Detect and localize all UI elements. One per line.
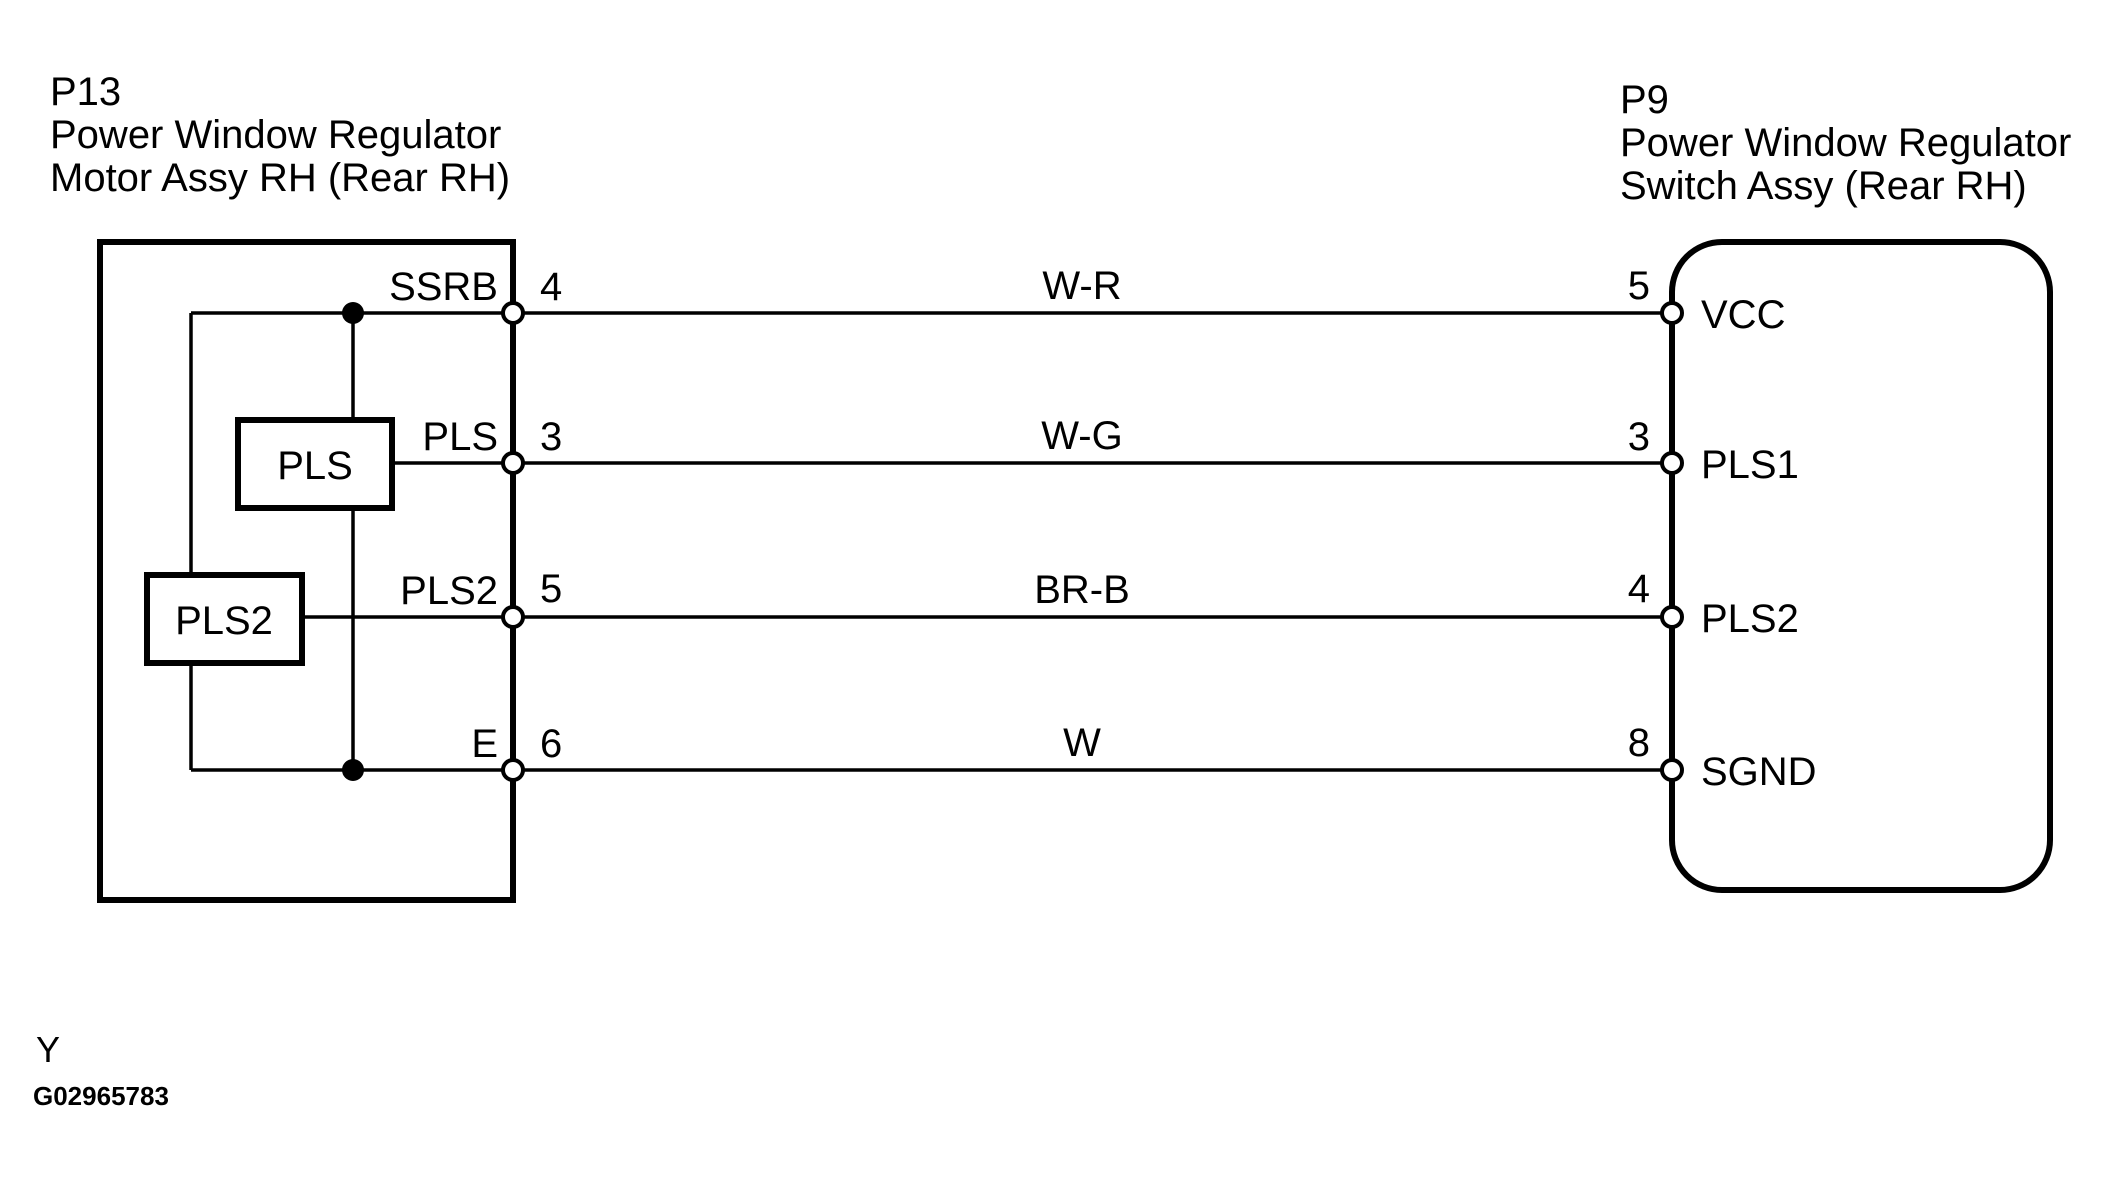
right-pin-label-pls1: PLS1 [1701, 443, 1799, 487]
right-pin-number-sgnd: 8 [1628, 721, 1650, 765]
right-pin-terminal-4 [1660, 605, 1684, 629]
left-pin-terminal-6 [501, 758, 525, 782]
left-connector-name-line1: Power Window Regulator [50, 113, 501, 157]
left-connector-outline [97, 239, 516, 903]
right-connector-name-line1: Power Window Regulator [1620, 121, 2071, 165]
left-pin-terminal-4 [501, 301, 525, 325]
right-pin-label-vcc: VCC [1701, 293, 1785, 337]
pls-sensor-label: PLS [277, 444, 353, 488]
right-connector-name-line2: Switch Assy (Rear RH) [1620, 164, 2027, 208]
right-pin-number-pls1: 3 [1628, 415, 1650, 459]
left-pin-number-ssrb: 4 [540, 265, 562, 309]
right-connector-code: P9 [1620, 78, 1669, 122]
footer-drawing-number: G02965783 [33, 1081, 169, 1111]
wire-label-w-g: W-G [1041, 414, 1122, 458]
right-pin-terminal-5 [1660, 301, 1684, 325]
wire-label-br-b: BR-B [1034, 568, 1130, 612]
right-pin-terminal-8 [1660, 758, 1684, 782]
junction-dot-bottom [342, 759, 364, 781]
wire-label-w: W [1063, 721, 1101, 765]
junction-dot-top [342, 302, 364, 324]
pls-sensor-box [235, 417, 395, 511]
pls2-sensor-box [144, 572, 305, 666]
right-pin-label-pls2: PLS2 [1701, 597, 1799, 641]
left-pin-label-e: E [471, 722, 498, 766]
right-pin-number-vcc: 5 [1628, 264, 1650, 308]
left-pin-label-ssrb: SSRB [389, 265, 498, 309]
left-pin-label-pls: PLS [422, 415, 498, 459]
left-pin-number-pls: 3 [540, 415, 562, 459]
right-pin-number-pls2: 4 [1628, 567, 1650, 611]
wire-label-w-r: W-R [1042, 264, 1121, 308]
left-connector-code: P13 [50, 70, 121, 114]
left-pin-number-e: 6 [540, 722, 562, 766]
pls2-sensor-label: PLS2 [175, 599, 273, 643]
left-connector-name-line2: Motor Assy RH (Rear RH) [50, 156, 510, 200]
left-pin-terminal-3 [501, 451, 525, 475]
left-pin-terminal-5 [501, 605, 525, 629]
right-pin-label-sgnd: SGND [1701, 750, 1817, 794]
right-pin-terminal-3 [1660, 451, 1684, 475]
footer-section-code: Y [36, 1029, 60, 1070]
left-pin-label-pls2: PLS2 [400, 569, 498, 613]
left-pin-number-pls2: 5 [540, 567, 562, 611]
right-connector-outline [1669, 239, 2053, 893]
